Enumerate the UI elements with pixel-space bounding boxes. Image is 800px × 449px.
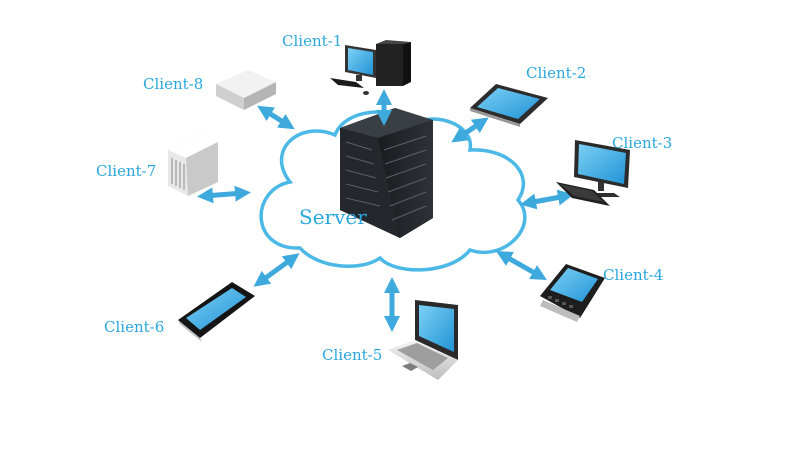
desktop-computer-icon [330,40,411,95]
server-label: Server [299,205,367,229]
arrow-client-8 [257,105,295,130]
smartphone-icon [178,282,255,342]
arrow-client-6 [253,253,300,287]
router-box-icon [216,70,276,110]
client-8-label: Client-8 [143,75,204,93]
storage-box-icon [168,134,218,196]
client-5-label: Client-5 [322,346,383,364]
arrow-client-3 [520,189,574,210]
arrow-client-7 [197,185,251,204]
client-3-label: Client-3 [612,134,673,152]
tablet-icon [470,84,548,127]
monitor-keyboard-icon [556,140,630,206]
smartphone-qwerty-icon [540,264,605,322]
client-1-label: Client-1 [282,32,343,50]
laptop-icon [388,300,458,380]
arrow-client-2 [451,117,489,143]
client-6-label: Client-6 [104,318,165,336]
client-4-label: Client-4 [603,266,664,284]
client-7-label: Client-7 [96,162,157,180]
arrow-client-4 [496,251,547,280]
client-2-label: Client-2 [526,64,587,82]
connection-arrows [197,88,574,333]
